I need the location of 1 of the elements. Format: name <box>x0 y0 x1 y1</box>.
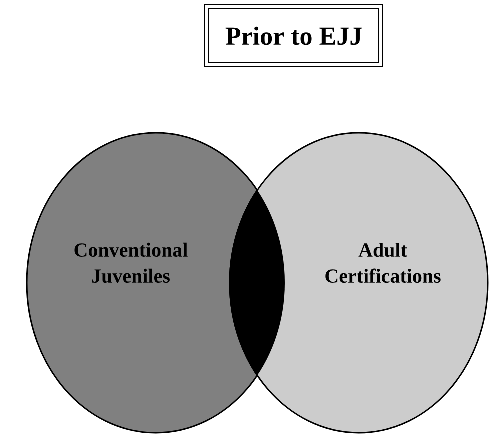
title-box: Prior to EJJ <box>204 4 384 68</box>
